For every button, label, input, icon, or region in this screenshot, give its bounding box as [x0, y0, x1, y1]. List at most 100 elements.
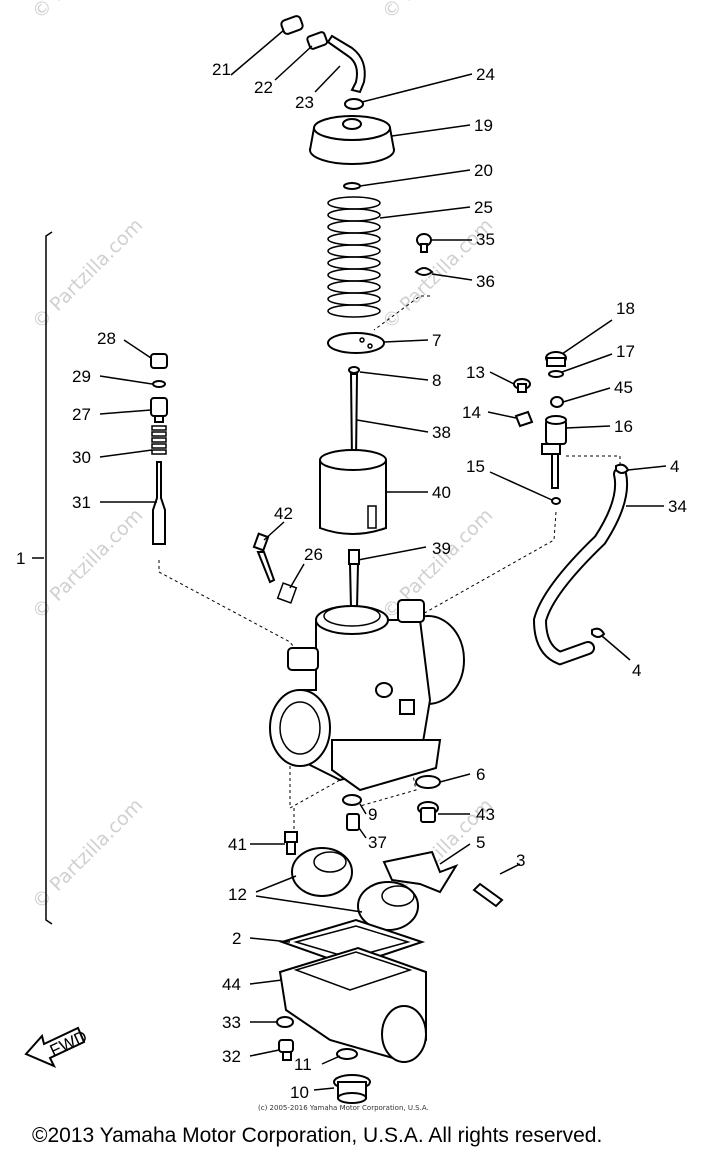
- callout-23: 23: [295, 93, 314, 112]
- part-20-oring: [343, 182, 361, 190]
- callout-31: 31: [72, 493, 91, 512]
- callout-32: 32: [222, 1047, 241, 1066]
- part-40-throttle-valve: [319, 449, 387, 535]
- callout-27: 27: [72, 405, 91, 424]
- forward-arrow-icon: FWD: [24, 1026, 90, 1068]
- part-19-mixing-chamber-top: [309, 115, 395, 165]
- callout-6: 6: [476, 765, 485, 784]
- callout-26: 26: [304, 545, 323, 564]
- callout-18: 18: [616, 299, 635, 318]
- part-3-float-pin: [472, 882, 504, 908]
- part-16-fitting: [541, 415, 567, 489]
- callout-1: 1: [16, 549, 25, 568]
- watermark: © Partzilla.com: [378, 0, 497, 24]
- part-45-washer: [550, 396, 564, 408]
- part-33-screw: [276, 1016, 294, 1028]
- part-26-spring: [276, 582, 298, 604]
- callout-5: 5: [476, 833, 485, 852]
- callout-15: 15: [466, 457, 485, 476]
- part-6-washer: [415, 775, 441, 789]
- copyright-footer: ©2013 Yamaha Motor Corporation, U.S.A. A…: [32, 1124, 602, 1147]
- callout-30: 30: [72, 448, 91, 467]
- part-31-starter-plunger: [152, 461, 166, 545]
- part-35-screw: [416, 233, 432, 253]
- part-8-clip: [348, 366, 360, 374]
- callout-10: 10: [290, 1083, 309, 1102]
- part-25-spring: [327, 196, 381, 318]
- part-30-spring: [151, 425, 167, 455]
- callout-4-lower: 4: [632, 661, 641, 680]
- callout-42: 42: [274, 504, 293, 523]
- part-32-bolt: [278, 1039, 294, 1061]
- callout-8: 8: [432, 371, 441, 390]
- part-28-cap: [150, 353, 168, 369]
- callout-40: 40: [432, 483, 451, 502]
- callout-19: 19: [474, 116, 493, 135]
- callout-29: 29: [72, 367, 91, 386]
- callout-21: 21: [212, 60, 231, 79]
- part-24-washer: [344, 98, 364, 110]
- part-13-screw: [513, 378, 531, 393]
- callout-17: 17: [616, 342, 635, 361]
- carburetor-body: [269, 599, 465, 792]
- part-39-needle-jet: [348, 549, 360, 609]
- callout-13: 13: [466, 363, 485, 382]
- callout-20: 20: [474, 161, 493, 180]
- small-credit-line: (c) 2005-2016 Yamaha Motor Corporation, …: [258, 1104, 429, 1112]
- watermark: © Partzilla.com: [378, 504, 497, 623]
- callout-2: 2: [232, 929, 241, 948]
- part-27-plunger-nut: [150, 397, 168, 423]
- callout-34: 34: [668, 497, 687, 516]
- callout-36: 36: [476, 272, 495, 291]
- watermark: © Partzilla.com: [28, 0, 147, 24]
- callout-35: 35: [476, 230, 495, 249]
- callout-25: 25: [474, 198, 493, 217]
- part-4-clip-lower: [591, 627, 606, 638]
- part-18-cap: [545, 351, 567, 367]
- callout-24: 24: [476, 65, 495, 84]
- callout-11: 11: [294, 1055, 312, 1074]
- part-15-oring: [551, 497, 561, 505]
- part-41-pilot-jet: [284, 831, 298, 855]
- part-29-oring: [152, 380, 166, 388]
- callout-33: 33: [222, 1013, 241, 1032]
- callout-41: 41: [228, 835, 247, 854]
- callout-3: 3: [516, 851, 525, 870]
- callout-37: 37: [368, 833, 387, 852]
- part-12-float-left: [291, 847, 353, 897]
- part-number-labels: 21 22 23 24 19 20 25 35 36 7 8 38 40 39 …: [16, 60, 687, 1102]
- part-14-washer: [514, 410, 534, 428]
- callout-38: 38: [432, 423, 451, 442]
- part-36-washer: [414, 267, 434, 276]
- callout-4-upper: 4: [670, 457, 679, 476]
- part-9-washer: [342, 794, 362, 806]
- part-44-float-bowl: [278, 946, 427, 1063]
- part-43-main-jet: [417, 801, 439, 823]
- part-4-clip-upper: [615, 463, 630, 474]
- callout-39: 39: [432, 539, 451, 558]
- part-23-elbow-tube: [326, 34, 366, 94]
- callout-14: 14: [462, 403, 481, 422]
- callout-16: 16: [614, 417, 633, 436]
- callout-22: 22: [254, 78, 273, 97]
- callout-12: 12: [228, 885, 247, 904]
- part-37-jet: [346, 813, 360, 831]
- callout-43: 43: [476, 805, 495, 824]
- part-10-drain-plug: [333, 1074, 371, 1104]
- part-22-nut: [306, 31, 329, 50]
- part-11-gasket: [336, 1048, 358, 1060]
- callout-45: 45: [614, 378, 633, 397]
- callout-44: 44: [222, 975, 241, 994]
- part-7-needle-plate: [327, 332, 385, 354]
- callout-9: 9: [368, 805, 377, 824]
- part-21-cap: [280, 15, 304, 35]
- callout-7: 7: [432, 331, 441, 350]
- part-42-pilot-screw: [252, 532, 276, 584]
- assembly-bracket: [45, 231, 53, 925]
- callout-28: 28: [97, 329, 116, 348]
- assembly-guide-lines: [158, 295, 621, 834]
- leader-lines: [99, 29, 667, 1091]
- part-17-oring: [548, 370, 564, 378]
